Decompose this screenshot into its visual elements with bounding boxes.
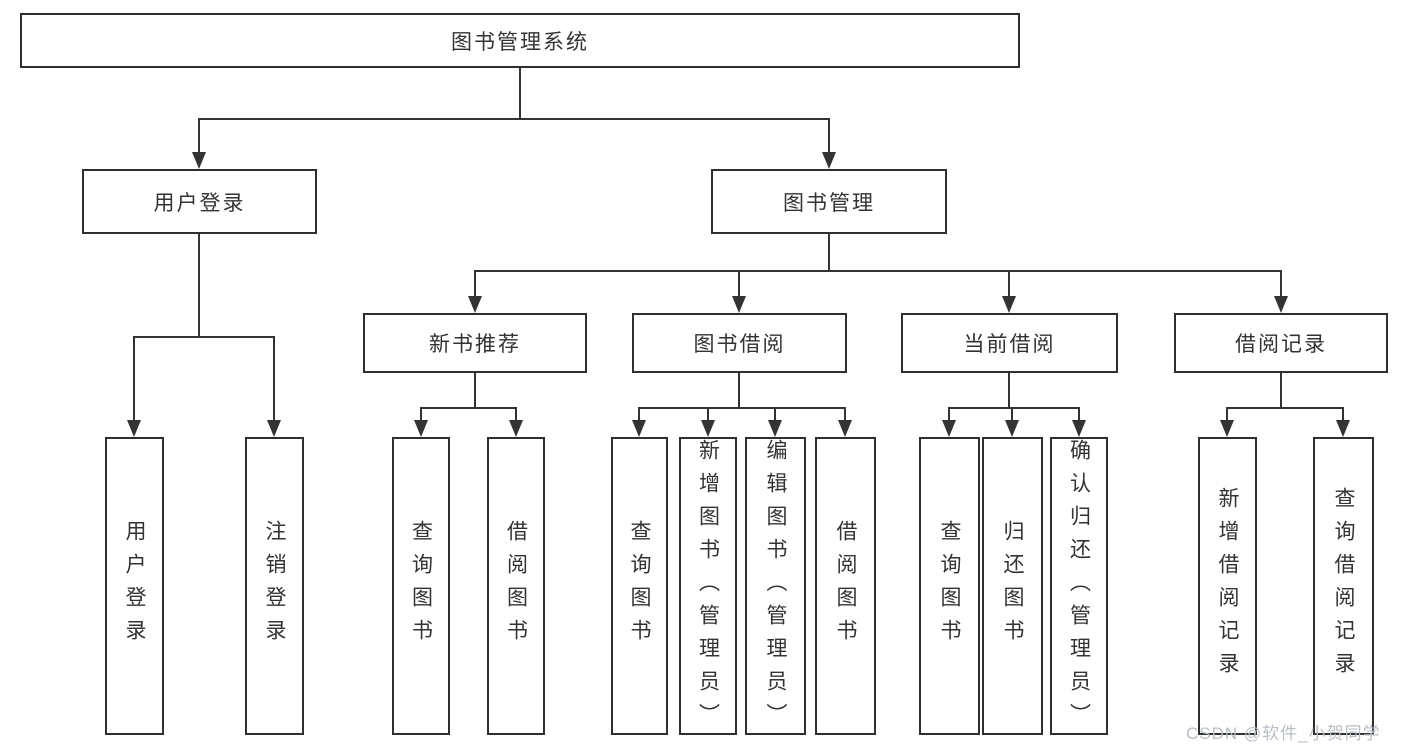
- connector-line: [519, 68, 521, 120]
- leaf-query-books-recommend: 查询图书: [392, 437, 450, 735]
- leaf-user-login: 用户登录: [105, 437, 164, 735]
- connector-line: [948, 407, 1080, 409]
- arrow-down-icon: [822, 152, 836, 169]
- leaf-logout: 注销登录: [245, 437, 304, 735]
- node-borrowing-records: 借阅记录: [1174, 313, 1388, 373]
- node-label: 用户登录: [153, 191, 246, 215]
- connector-line: [1280, 270, 1282, 297]
- leaf-label: 借阅图书: [834, 520, 857, 652]
- leaf-label: 新增图书（管理员）: [696, 439, 720, 736]
- leaf-label: 确认归还（管理员）: [1067, 439, 1091, 736]
- connector-line: [1011, 407, 1013, 421]
- arrow-down-icon: [468, 296, 482, 313]
- arrow-down-icon: [1336, 420, 1350, 437]
- connector-line: [1226, 407, 1228, 421]
- leaf-label: 查询图书: [938, 520, 961, 652]
- connector-line: [1078, 407, 1080, 421]
- connector-line: [828, 234, 830, 272]
- leaf-label: 查询借阅记录: [1332, 487, 1355, 685]
- connector-line: [1226, 407, 1344, 409]
- connector-line: [774, 407, 776, 421]
- connector-line: [844, 407, 846, 421]
- connector-line: [948, 407, 950, 421]
- connector-line: [474, 373, 476, 409]
- connector-line: [198, 118, 830, 120]
- leaf-confirm-return-admin: 确认归还（管理员）: [1050, 437, 1108, 736]
- leaf-label: 注销登录: [263, 520, 286, 652]
- connector-line: [1008, 373, 1010, 409]
- arrow-down-icon: [1274, 296, 1288, 313]
- leaf-edit-books-admin: 编辑图书（管理员）: [745, 437, 806, 736]
- node-new-book-recommend: 新书推荐: [363, 313, 587, 373]
- arrow-down-icon: [1002, 296, 1016, 313]
- arrow-down-icon: [127, 420, 141, 437]
- leaf-label: 用户登录: [123, 520, 146, 652]
- leaf-add-books-admin: 新增图书（管理员）: [679, 437, 737, 736]
- node-book-borrowing: 图书借阅: [632, 313, 847, 373]
- connector-line: [638, 407, 640, 421]
- arrow-down-icon: [768, 420, 782, 437]
- connector-line: [133, 336, 275, 338]
- node-book-management: 图书管理: [711, 169, 947, 234]
- arrow-down-icon: [414, 420, 428, 437]
- node-current-borrowing: 当前借阅: [901, 313, 1118, 373]
- node-label: 新书推荐: [429, 333, 521, 356]
- connector-line: [707, 407, 709, 421]
- connector-line: [1008, 270, 1010, 297]
- arrow-down-icon: [192, 152, 206, 169]
- connector-line: [738, 373, 740, 409]
- leaf-label: 新增借阅记录: [1216, 487, 1239, 685]
- node-label: 图书借阅: [693, 333, 786, 356]
- connector-line: [828, 118, 830, 154]
- node-label: 图书管理系统: [451, 30, 589, 54]
- leaf-add-borrow-record: 新增借阅记录: [1198, 437, 1257, 735]
- leaf-borrow-books: 借阅图书: [815, 437, 876, 735]
- arrow-down-icon: [632, 420, 646, 437]
- connector-line: [198, 234, 200, 338]
- connector-line: [1342, 407, 1344, 421]
- connector-line: [638, 407, 846, 409]
- arrow-down-icon: [1005, 420, 1019, 437]
- leaf-label: 查询图书: [409, 520, 433, 652]
- leaf-label: 借阅图书: [504, 520, 528, 652]
- arrow-down-icon: [267, 420, 281, 437]
- arrow-down-icon: [942, 420, 956, 437]
- node-label: 当前借阅: [963, 333, 1056, 356]
- connector-line: [420, 407, 517, 409]
- connector-line: [273, 336, 275, 421]
- connector-line: [515, 407, 517, 421]
- leaf-label: 归还图书: [1001, 520, 1024, 652]
- arrow-down-icon: [838, 420, 852, 437]
- leaf-query-books-borrowing: 查询图书: [611, 437, 668, 735]
- connector-line: [1280, 373, 1282, 409]
- arrow-down-icon: [509, 420, 523, 437]
- node-label: 图书管理: [783, 191, 875, 215]
- leaf-query-borrow-record: 查询借阅记录: [1313, 437, 1374, 735]
- arrow-down-icon: [732, 296, 746, 313]
- node-user-login: 用户登录: [82, 169, 317, 234]
- connector-line: [198, 118, 200, 154]
- node-label: 借阅记录: [1235, 333, 1327, 356]
- csdn-watermark: CSDN @软件_小贺同学: [1186, 724, 1381, 743]
- connector-line: [420, 407, 422, 421]
- arrow-down-icon: [1072, 420, 1086, 437]
- connector-line: [133, 336, 135, 421]
- arrow-down-icon: [1220, 420, 1234, 437]
- connector-line: [474, 270, 476, 297]
- connector-line: [738, 270, 740, 297]
- connector-line: [474, 270, 1282, 272]
- leaf-label: 查询图书: [628, 520, 651, 652]
- leaf-borrow-books-recommend: 借阅图书: [487, 437, 545, 735]
- node-root-library-system: 图书管理系统: [20, 13, 1020, 68]
- leaf-return-books: 归还图书: [982, 437, 1043, 735]
- leaf-query-books-current: 查询图书: [919, 437, 980, 735]
- leaf-label: 编辑图书（管理员）: [764, 439, 787, 736]
- arrow-down-icon: [701, 420, 715, 437]
